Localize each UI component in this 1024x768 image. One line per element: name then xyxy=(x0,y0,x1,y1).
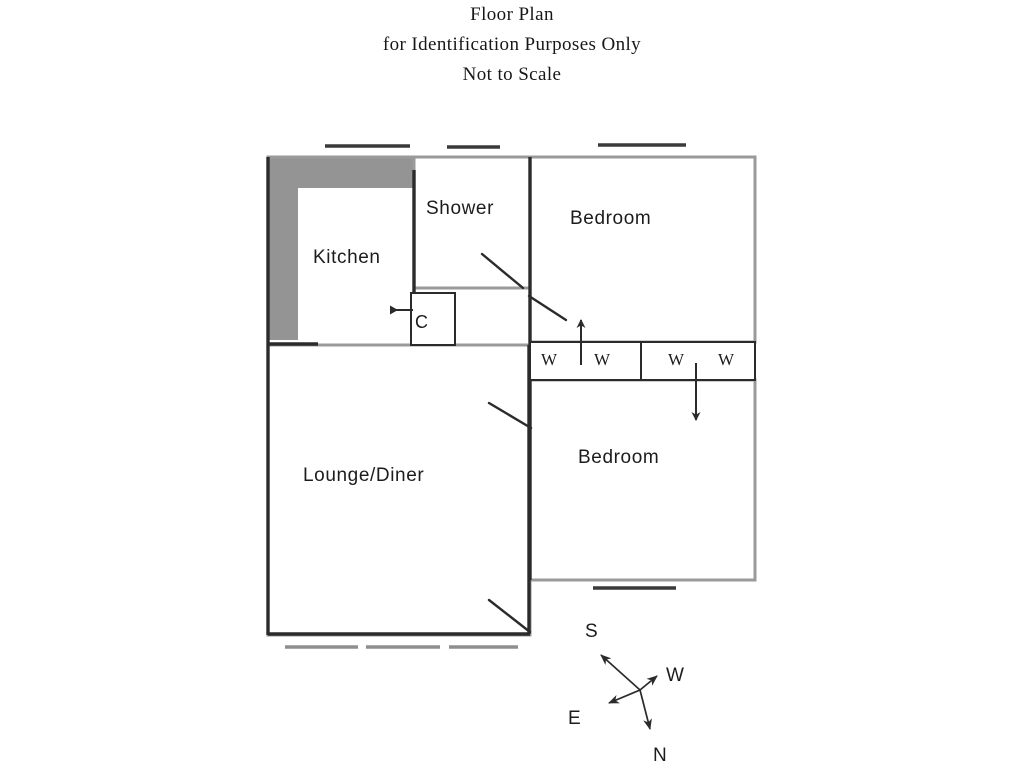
wardrobe-label-wardrobe-left-0: W xyxy=(541,350,558,369)
title-block: Floor Plan for Identification Purposes O… xyxy=(0,0,1024,90)
title-line-1: Floor Plan xyxy=(470,4,554,25)
compass-label-E: E xyxy=(568,708,581,729)
room-outline-lounge-diner xyxy=(266,343,532,637)
door-lounge-upper xyxy=(487,401,533,430)
compass-needle-W xyxy=(639,675,658,691)
door-lounge-lower xyxy=(487,598,532,634)
compass-label-N: N xyxy=(653,745,667,766)
compass-needle-S xyxy=(600,654,641,691)
compass-needle-E xyxy=(608,689,641,704)
compass-rose xyxy=(600,654,658,730)
kitchen-counter xyxy=(268,157,414,340)
wardrobe-box-wardrobe-right xyxy=(640,341,756,381)
wardrobe-label-wardrobe-right-0: W xyxy=(668,350,685,369)
room-label-shower: Shower xyxy=(426,198,495,219)
room-label-lounge-diner: Lounge/Diner xyxy=(303,465,425,486)
room-label-bedroom-low: Bedroom xyxy=(578,447,660,468)
wardrobe-label-wardrobe-right-1: W xyxy=(718,350,735,369)
counter-run-left xyxy=(268,157,298,340)
room-outline-bedroom-top xyxy=(528,155,757,344)
cupboard-box xyxy=(410,292,456,346)
room-outlines xyxy=(266,155,757,637)
compass-label-W: W xyxy=(666,665,684,686)
compass-label-S: S xyxy=(585,621,598,642)
door-bedroom-top xyxy=(527,294,568,322)
window-markers xyxy=(285,143,686,649)
cupboard-label: C xyxy=(415,312,428,332)
room-outline-shower xyxy=(412,155,532,290)
door-shower xyxy=(480,252,525,290)
wardrobe-box-wardrobe-left xyxy=(529,341,642,381)
room-outline-bedroom-low xyxy=(528,378,757,582)
wardrobe-label-wardrobe-left-1: W xyxy=(594,350,611,369)
title-line-2: for Identification Purposes Only xyxy=(382,34,642,55)
door-swing-lines xyxy=(480,252,568,634)
title-line-3: Not to Scale xyxy=(462,64,562,85)
room-label-kitchen: Kitchen xyxy=(313,247,381,268)
storage-outlines xyxy=(410,292,756,381)
room-label-bedroom-top: Bedroom xyxy=(570,208,652,229)
compass-needle-N xyxy=(639,689,652,730)
direction-arrows xyxy=(390,305,701,421)
